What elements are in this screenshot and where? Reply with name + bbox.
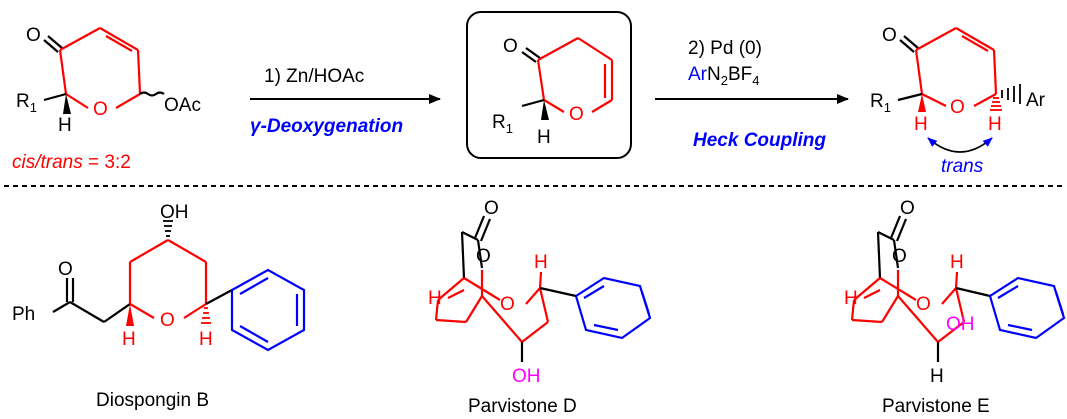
parvistone-e-ring-o: O — [916, 294, 931, 315]
intermediate-r: R1 — [492, 112, 513, 136]
compound-name-parvistone-e: Parvistone E — [882, 396, 990, 417]
intermediate-box — [466, 11, 632, 159]
step2-reagent-line2: ArN2BF4 — [688, 64, 759, 88]
diospongin-oh: OH — [160, 202, 189, 223]
parvistone-d-h-left: H — [428, 288, 442, 309]
intermediate-ring-o: O — [569, 104, 584, 125]
diospongin-h-left: H — [122, 329, 136, 350]
intermediate-carbonyl-o: O — [503, 36, 518, 57]
step2-reagent-line1: 2) Pd (0) — [688, 38, 762, 59]
product-molecule — [897, 27, 1021, 153]
parvistone-d-carbonyl-o: O — [484, 198, 499, 219]
diospongin-h-right: H — [199, 329, 213, 350]
diospongin-b-molecule — [52, 220, 306, 352]
parvistone-e-h-top: H — [950, 252, 964, 273]
compound-name-diospongin-b: Diospongin B — [96, 390, 209, 411]
intermediate-molecule — [521, 37, 614, 120]
reactant-molecule — [43, 27, 165, 114]
diospongin-ph: Ph — [12, 304, 35, 325]
step1-reagent: 1) Zn/HOAc — [264, 66, 364, 87]
compound-name-parvistone-d: Parvistone D — [468, 396, 577, 417]
reactant-oac: OAc — [164, 95, 201, 116]
parvistone-e-carbonyl-o: O — [900, 198, 915, 219]
parvistone-d-molecule — [434, 215, 652, 362]
reactant-carbonyl-o: O — [26, 25, 41, 46]
parvistone-e-h-bottom: H — [930, 366, 944, 387]
reactant-r: R1 — [16, 91, 37, 115]
reactant-h: H — [58, 115, 72, 136]
parvistone-d-h-top: H — [534, 252, 548, 273]
intermediate-h: H — [537, 127, 551, 148]
reactant-ring-o: O — [93, 99, 108, 120]
product-ring-o: O — [950, 97, 965, 118]
step2-name: Heck Coupling — [693, 130, 826, 151]
parvistone-d-oh: OH — [512, 366, 541, 387]
reactant-ratio: cis/trans = 3:2 — [12, 152, 131, 173]
step1-name: γ-Deoxygenation — [250, 116, 403, 137]
diospongin-ring-o: O — [160, 310, 175, 331]
product-ar: Ar — [1026, 90, 1046, 111]
parvistone-e-ester-o: O — [892, 246, 907, 267]
parvistone-d-ester-o: O — [476, 246, 491, 267]
parvistone-d-ring-o: O — [500, 294, 515, 315]
product-carbonyl-o: O — [882, 25, 897, 46]
parvistone-e-molecule — [850, 215, 1066, 362]
parvistone-e-h-left: H — [844, 288, 858, 309]
product-trans-label: trans — [941, 156, 984, 177]
parvistone-e-oh: OH — [946, 314, 975, 335]
diospongin-carbonyl-o: O — [58, 259, 73, 280]
product-h-left: H — [914, 114, 928, 135]
product-h-right: H — [988, 114, 1002, 135]
product-r: R1 — [870, 91, 891, 115]
